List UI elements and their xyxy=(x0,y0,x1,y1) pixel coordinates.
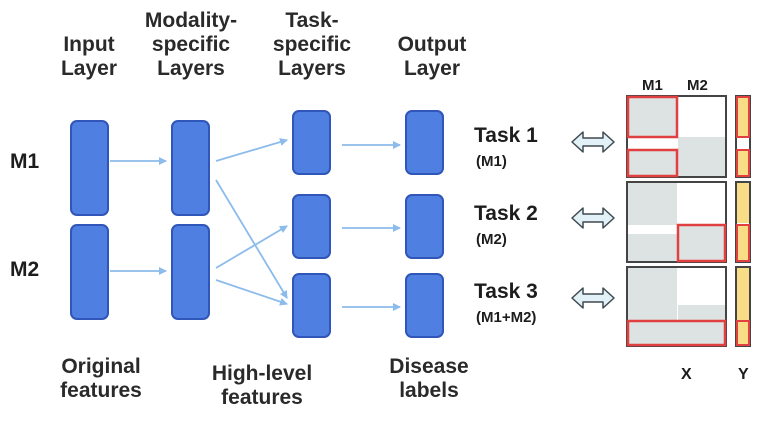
task1-m1-highlight-b xyxy=(626,148,679,178)
input-layer-label-line2: Layer xyxy=(60,57,118,80)
y-task3-fill-a xyxy=(737,268,749,320)
task-layer-label-line1: Task- xyxy=(285,9,339,32)
label-vector-y xyxy=(735,95,751,347)
matrix-column-m2: M2 xyxy=(687,77,708,94)
task1-m2-fill xyxy=(678,137,725,176)
task-1-subtitle: (M1) xyxy=(476,153,507,170)
task-layer-label-line3: Layers xyxy=(278,57,346,80)
y-task1-fill-a xyxy=(736,96,750,138)
matrix-column-m1: M1 xyxy=(642,77,663,94)
network-nodes xyxy=(70,110,444,338)
task-layer-label: Task- specific Layers xyxy=(262,9,362,81)
task-node-1 xyxy=(292,110,331,175)
modality-layer-label-line3: Layers xyxy=(157,57,225,80)
original-features-line2: features xyxy=(60,379,142,402)
task3-m1-fill xyxy=(628,268,677,320)
task3-m2-fill xyxy=(678,305,725,320)
input-node-m2 xyxy=(70,224,109,320)
high-level-features-line1: High-level xyxy=(211,362,313,385)
task-3-title: Task 3 xyxy=(474,280,538,303)
original-features-label: Original features xyxy=(44,355,158,403)
task1-m1-fill-b xyxy=(628,150,677,176)
task2-m2-highlight xyxy=(676,223,727,263)
input-layer-label: Input Layer xyxy=(44,33,134,81)
modality-label-m2: M2 xyxy=(10,258,40,281)
data-matrix-x xyxy=(626,95,727,347)
high-level-features-line2: features xyxy=(221,386,303,409)
high-level-features-label: High-level features xyxy=(197,362,327,410)
output-node-1 xyxy=(405,110,444,175)
input-node-m1 xyxy=(70,120,109,216)
task1-m1-fill-a xyxy=(628,97,677,137)
y-task2-fill-a xyxy=(737,183,749,223)
task-2-title: Task 2 xyxy=(474,202,538,225)
task-3-subtitle: (M1+M2) xyxy=(476,309,537,326)
arrow-mod1-to-task1 xyxy=(215,138,288,162)
matrix-y-label: Y xyxy=(738,366,749,383)
arrow-mod2-to-task2 xyxy=(215,225,288,269)
y-task1-fill-b xyxy=(736,149,750,177)
modality-layer-label-line2: specific xyxy=(151,33,231,56)
task3-row-fill xyxy=(628,321,725,345)
connection-arrows xyxy=(110,138,401,311)
modality-node-m1 xyxy=(171,120,210,216)
task2-m2-fill xyxy=(678,225,725,261)
disease-labels-line2: labels xyxy=(399,379,459,402)
disease-labels-line1: Disease xyxy=(389,355,469,378)
task-layer-label-line2: specific xyxy=(272,33,352,56)
output-layer-label-line2: Layer xyxy=(403,57,461,80)
modality-label-m1: M1 xyxy=(10,150,40,173)
output-layer-label-line1: Output xyxy=(397,33,467,56)
arrow-mod2-to-task3 xyxy=(215,279,288,306)
task3-row-highlight xyxy=(626,319,727,347)
modality-layer-label: Modality- specific Layers xyxy=(131,9,251,81)
modality-layer-label-line1: Modality- xyxy=(144,9,238,32)
task2-m1-fill-b xyxy=(628,234,677,261)
double-arrow-icons xyxy=(571,131,615,309)
task-1-title: Task 1 xyxy=(474,124,538,147)
input-layer-label-line1: Input xyxy=(63,33,115,56)
task2-m1-fill-a xyxy=(628,183,677,225)
arrow-mod1-to-task3 xyxy=(215,179,288,299)
task1-m1-highlight-a xyxy=(626,95,679,139)
output-layer-label: Output Layer xyxy=(382,33,482,81)
output-node-2 xyxy=(405,194,444,259)
double-arrow-icon xyxy=(571,207,615,229)
y-task2-fill-b xyxy=(736,224,750,262)
output-node-3 xyxy=(405,273,444,338)
task-node-2 xyxy=(292,194,331,259)
y-task3-fill-b xyxy=(736,320,750,346)
disease-labels-label: Disease labels xyxy=(374,355,484,403)
matrix-x-label: X xyxy=(681,366,692,383)
modality-node-m2 xyxy=(171,224,210,320)
original-features-line1: Original xyxy=(61,355,141,378)
task-2-subtitle: (M2) xyxy=(476,231,507,248)
double-arrow-icon xyxy=(571,131,615,153)
double-arrow-icon xyxy=(571,287,615,309)
task-node-3 xyxy=(292,273,331,338)
